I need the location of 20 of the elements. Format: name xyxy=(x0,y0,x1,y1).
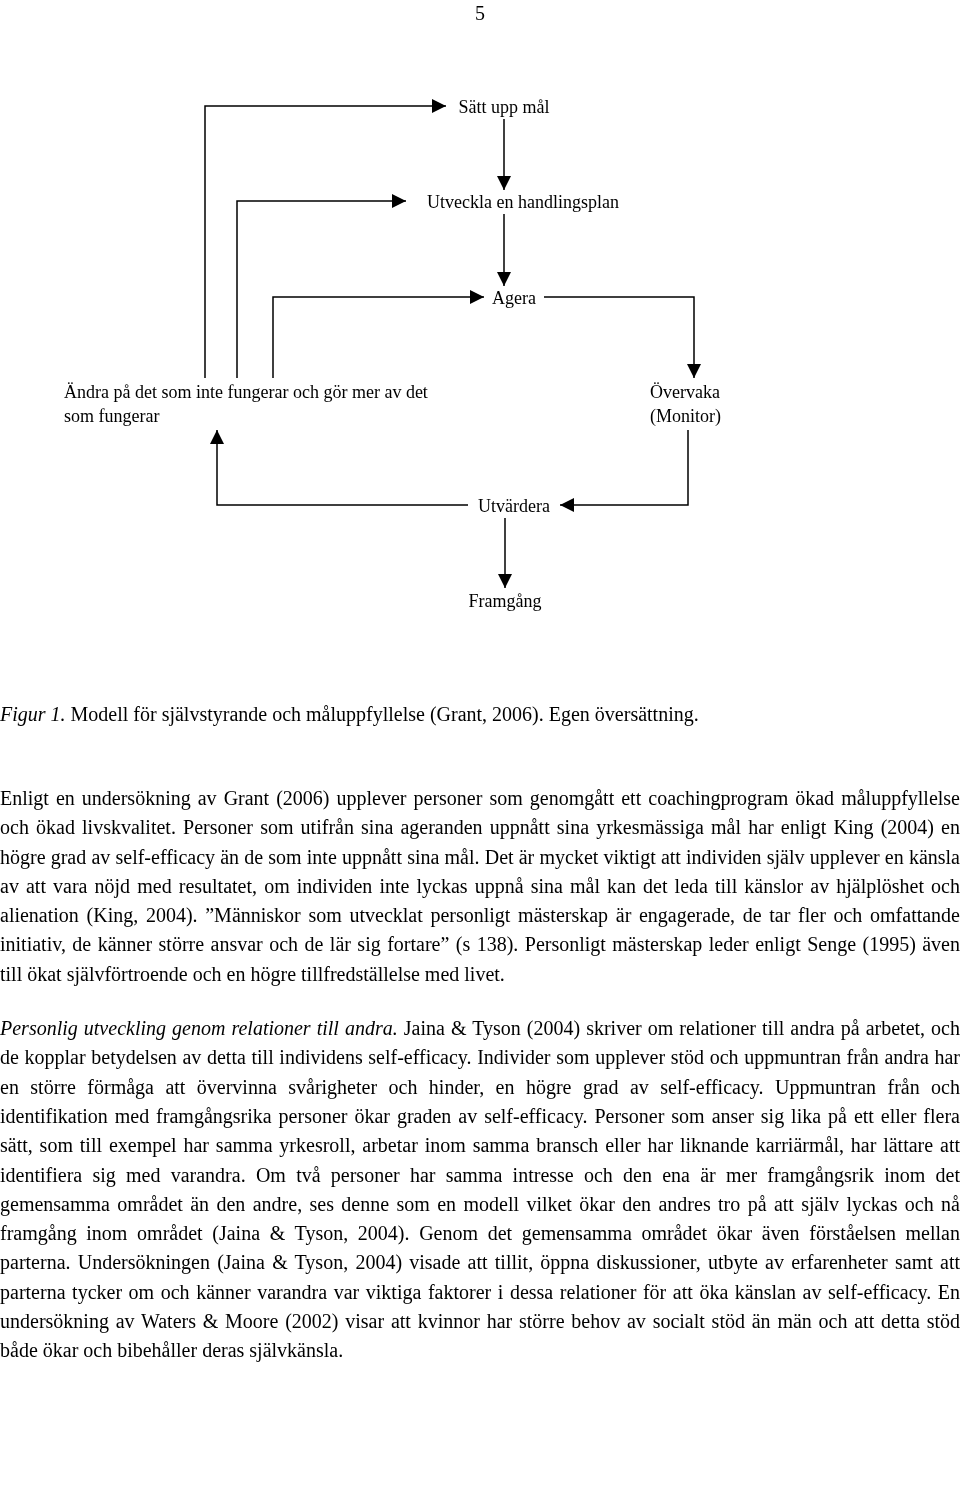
arrow xyxy=(210,429,469,506)
arrow xyxy=(543,296,701,379)
arrow xyxy=(236,194,407,379)
arrow xyxy=(559,429,689,512)
step-text: Agera xyxy=(484,286,544,310)
figure-caption: Figur 1. Modell för självstyrande och måluppfyllelse (Grant, 2006). Egen översättning. xyxy=(0,702,700,728)
arrow xyxy=(204,99,447,379)
arrow xyxy=(272,290,485,379)
step-text: Utveckla en handlingsplan xyxy=(406,190,640,214)
step-text: Ändra på det som inte fungerar och gör mer av det som fungerar xyxy=(60,378,444,430)
step-text: Övervaka (Monitor) xyxy=(646,378,742,430)
arrow xyxy=(497,213,511,287)
body-paragraph: Enligt en undersökning av Grant (2006) upplever personer som genomgått ett coachingprogram ökad måluppfyllelse och ökad livskvalitet. Personer som utifrån sina ageranden uppnått sina yrkesmässiga mål har enligt King (2004) en högre grad av self-efficacy än de som inte uppnått sina mål. Det är mycket viktigt att individen själv upplever en känsla av att vara nöjd med resultatet, om individen inte lyckas uppnå sina mål kan det leda till känslor av hjälplöshet och alienation (King, 2004). ”Människor som utvecklat personligt mästerskap är engagerade, de tar fler och omfattande initiativ, de känner större ansvar och de lär sig fortare” (s 138). Personligt mästerskap leder enligt Senge (1995) även till ökat självförtroende och en högre tillfredställelse med livet. xyxy=(0,786,960,988)
step-text: Sätt upp mål xyxy=(446,95,562,119)
arrow xyxy=(498,517,512,589)
page-number: 5 xyxy=(474,1,486,26)
step-text: Utvärdera xyxy=(468,494,560,518)
body-paragraph: Personlig utveckling genom relationer till andra. Jaina & Tyson (2004) skriver om relationer till andra på arbetet, och de kopplar betydelsen av detta till individens self-efficacy. Individer som upplever stöd och uppmuntran från andra har en större förmåga att övervinna svårigheter och hinder, en högre grad av self-efficacy. Uppmuntran från och identifikation med framgångsrika personer ökar graden av self-efficacy. Personer som anser sig lika på ett eller flera sätt, som till exempel har samma yrkesroll, arbetar inom samma bransch eller har liknande karriärmål, har lättare att identifiera sig med varandra. Om två personer har samma intresse och den ena är mer framgångsrik inom det gemensamma området än den andre, ses denne som en modell vilket ökar den andres tro på att själv lyckas och nå framgång inom området (Jaina & Tyson, 2004). Genom det gemensamma området ökar även förståelsen mellan parterna. Undersökningen (Jaina & Tyson, 2004) visade att tillit, öppna diskussioner, utbyte av erfarenheter samt att parterna tycker om och känner varandra var viktiga faktorer i dessa relationer för att öka känslan av self-efficacy. En undersökning av Waters & Moore (2002) visar att kvinnor har större behov av socialt stöd än män och att detta stöd både ökar och bibehåller deras självkänsla. xyxy=(0,1016,960,1364)
step-text: Framgång xyxy=(458,588,552,614)
arrow xyxy=(497,118,511,191)
